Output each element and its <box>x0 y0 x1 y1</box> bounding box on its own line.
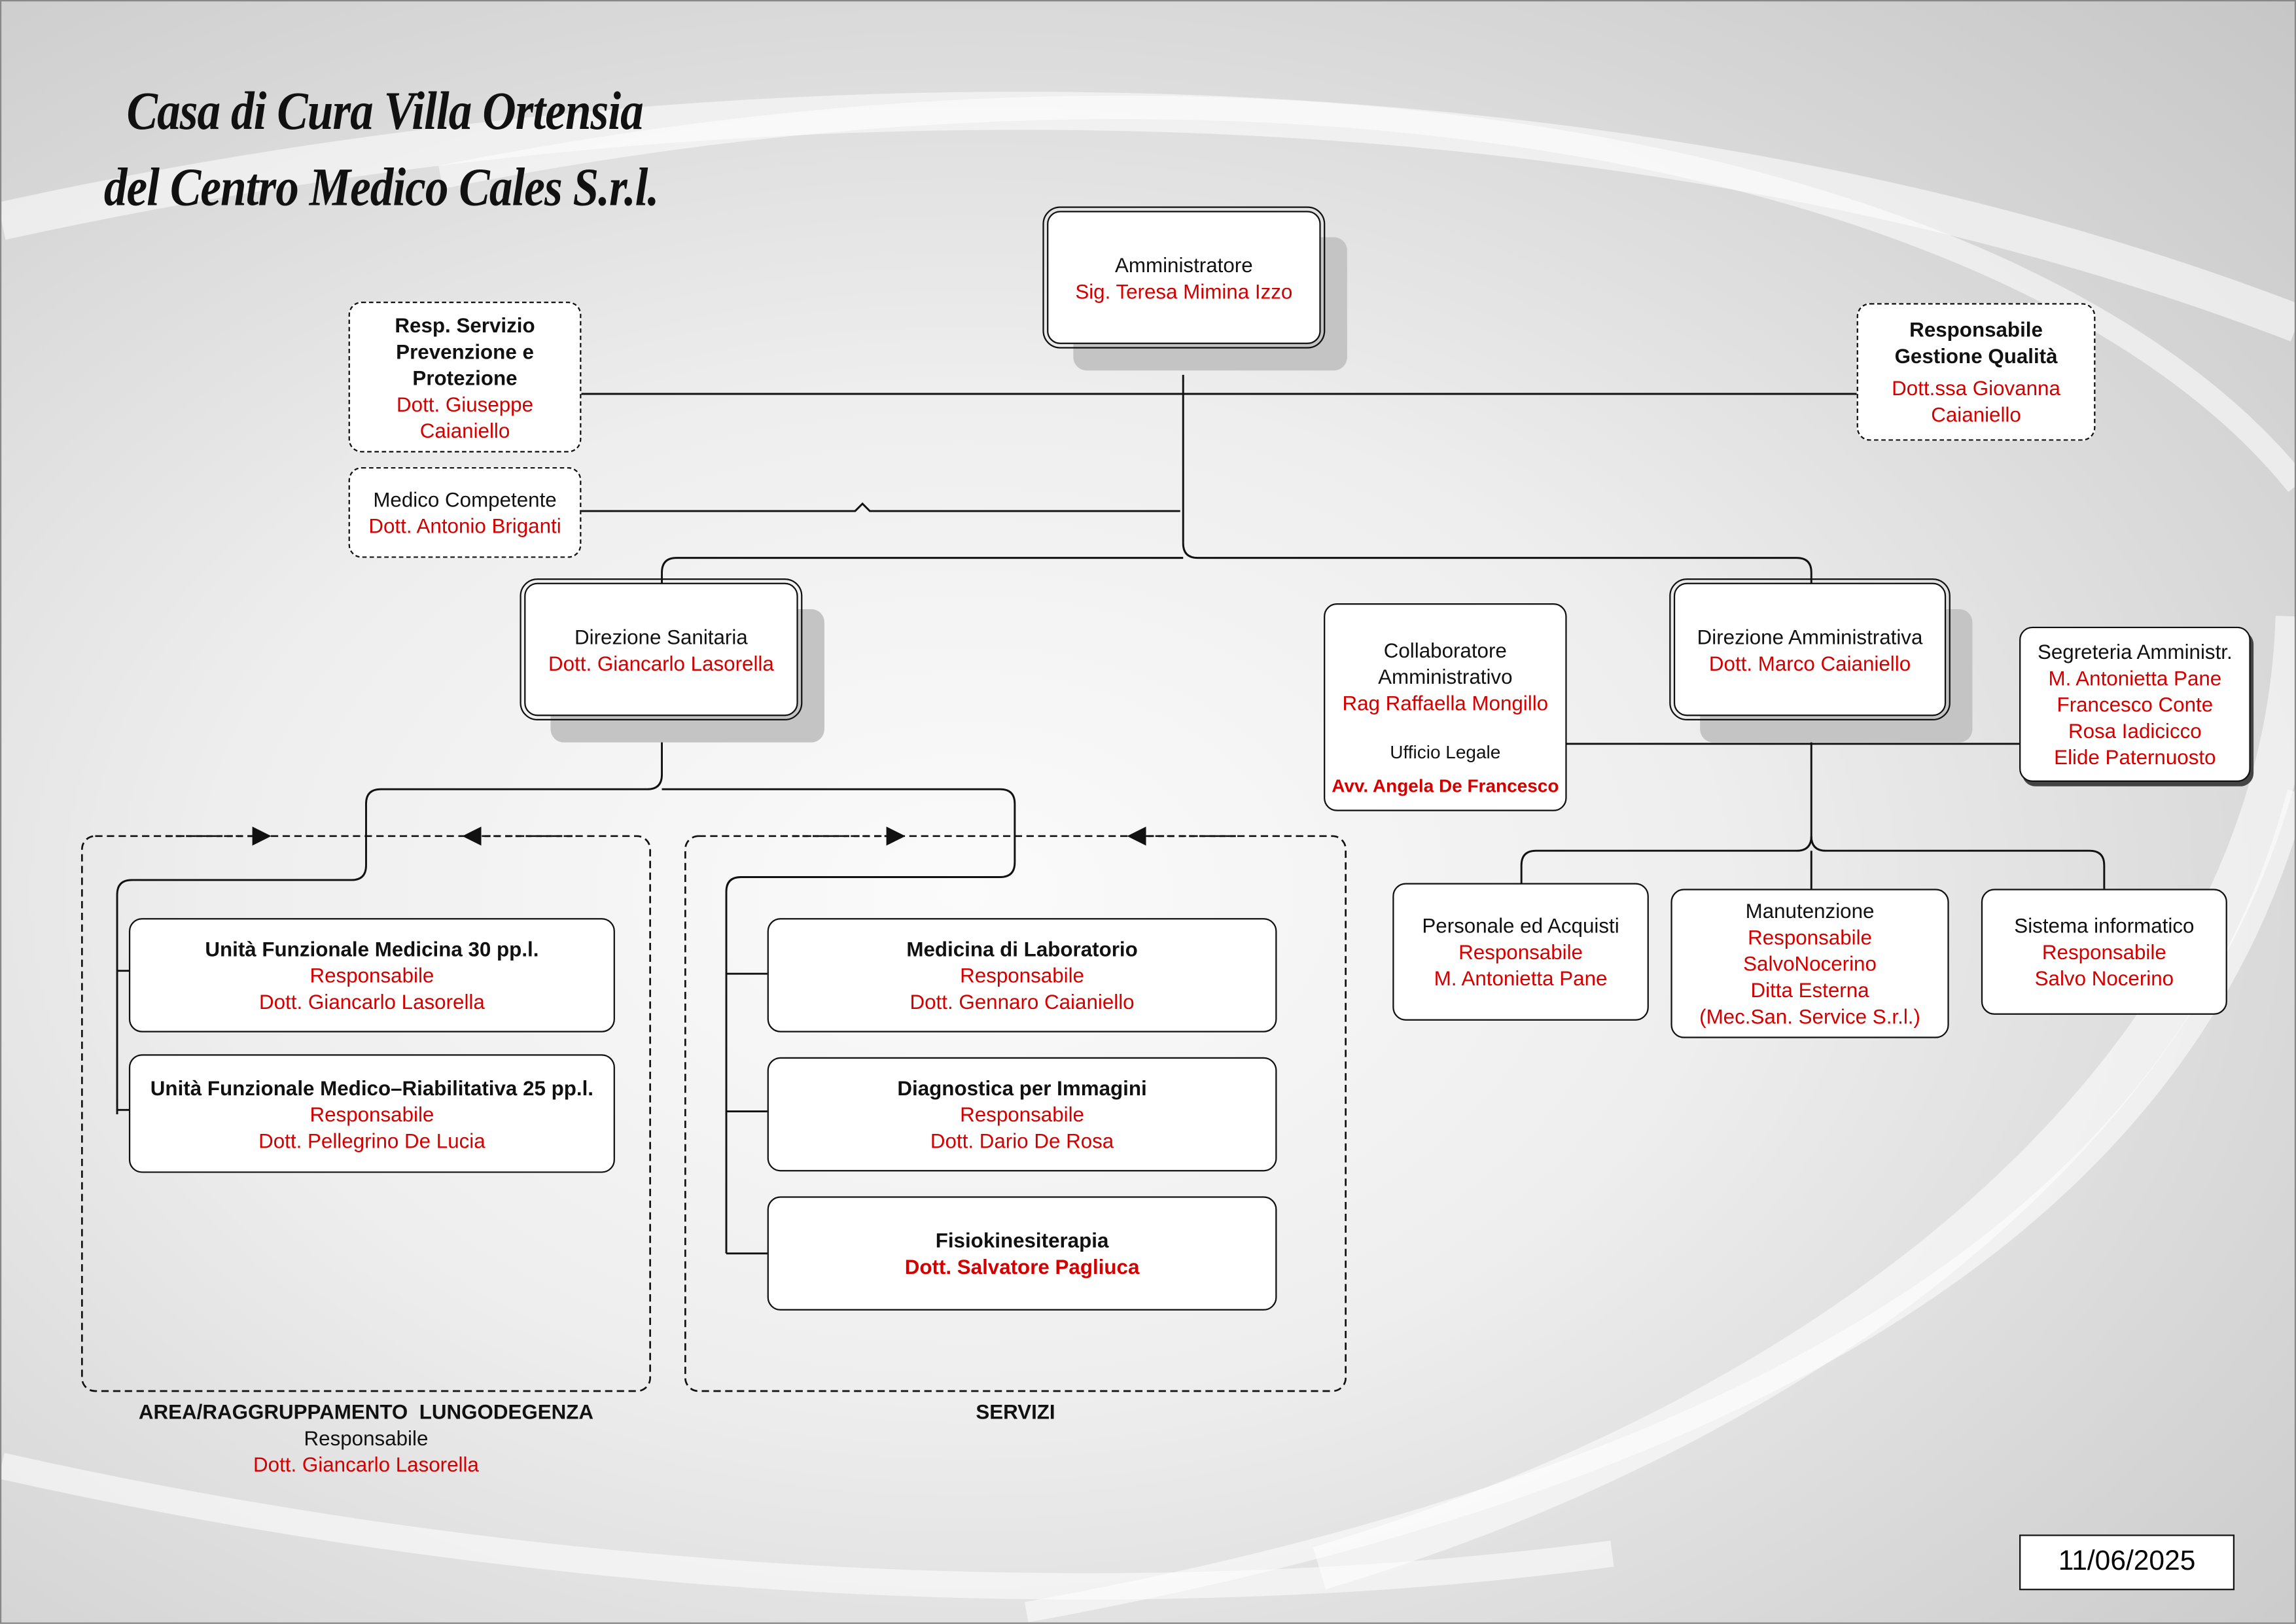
node-direzione-amministrativa: Direzione Amministrativa Dott. Marco Cai… <box>1669 578 1951 721</box>
node-name: Dott. Marco Caianiello <box>1708 650 1911 675</box>
node-role: Direzione Amministrativa <box>1697 624 1923 648</box>
area-label: SERVIZI <box>976 1400 1055 1424</box>
page-title: Casa di Cura Villa Ortensia del Centro M… <box>103 75 659 227</box>
node-name: Dott. Pellegrino De Lucia <box>258 1128 486 1152</box>
node-resp: Responsabile <box>960 963 1084 987</box>
area-resp: Responsabile <box>304 1426 429 1450</box>
area-name: Dott. Giancarlo Lasorella <box>253 1452 479 1476</box>
node-legal-role: Ufficio Legale <box>1390 742 1501 763</box>
node-role: Personale ed Acquisti <box>1422 913 1619 938</box>
node-manutenzione: Manutenzione Responsabile SalvoNocerino … <box>1670 889 1949 1038</box>
node-role: Unità Funzionale Medicina 30 pp.l. <box>205 937 539 961</box>
node-name: M. Antonietta Pane <box>1434 966 1608 990</box>
node-sistema-informatico: Sistema informatico Responsabile Salvo N… <box>1981 889 2227 1015</box>
node-name-4: Elide Paternuosto <box>2054 745 2216 769</box>
node-role: Manutenzione <box>1745 899 1875 923</box>
node-extra-2: (Mec.San. Service S.r.l.) <box>1699 1004 1920 1029</box>
node-name: Dott. Gennaro Caianiello <box>910 989 1135 1014</box>
node-resp: Responsabile <box>2041 940 2166 964</box>
area-label: AREA/RAGGRUPPAMENTO LUNGODEGENZA <box>138 1400 594 1424</box>
node-name: Dott.ssa Giovanna Caianiello <box>1892 376 2060 427</box>
node-direzione-sanitaria: Direzione Sanitaria Dott. Giancarlo Laso… <box>520 578 803 721</box>
title-line-2: del Centro Medico Cales S.r.l. <box>103 158 659 219</box>
node-role: Amministratore <box>1114 253 1253 276</box>
node-role: Responsabile Gestione Qualità <box>1894 317 2058 368</box>
node-name: Dott. Dario De Rosa <box>930 1129 1114 1153</box>
node-role: Direzione Sanitaria <box>574 624 748 648</box>
node-name-2: Francesco Conte <box>2057 692 2214 716</box>
node-name-3: Rosa Iadicicco <box>2068 718 2202 743</box>
node-laboratorio: Medicina di Laboratorio Responsabile Dot… <box>767 918 1277 1033</box>
node-name: SalvoNocerino <box>1743 951 1877 976</box>
node-role: Fisiokinesiterapia <box>935 1228 1109 1252</box>
node-name: Salvo Nocerino <box>2034 966 2174 990</box>
node-fisiokinesiterapia: Fisiokinesiterapia Dott. Salvatore Pagli… <box>767 1196 1277 1311</box>
node-uf-riabilitativa: Unità Funzionale Medico–Riabilitativa 25… <box>128 1054 615 1173</box>
node-uf-medicina: Unità Funzionale Medicina 30 pp.l. Respo… <box>128 918 615 1033</box>
node-name: Rag Raffaella Mongillo <box>1342 691 1549 715</box>
node-resp: Responsabile <box>309 1102 434 1125</box>
background-swoosh <box>1 92 2295 1623</box>
node-resp: Responsabile <box>1458 940 1583 964</box>
node-resp: Responsabile <box>960 1103 1084 1126</box>
node-name: Dott. Salvatore Pagliuca <box>904 1254 1140 1279</box>
node-role: Unità Funzionale Medico–Riabilitativa 25… <box>150 1075 594 1099</box>
node-name: Dott. Giancarlo Lasorella <box>548 650 774 675</box>
node-role: Segreteria Amministr. <box>2037 639 2233 663</box>
node-role: Diagnostica per Immagini <box>897 1076 1147 1100</box>
node-name: Dott. Giuseppe Caianiello <box>397 391 534 442</box>
node-medico-competente: Medico Competente Dott. Antonio Briganti <box>348 467 582 558</box>
node-segreteria: Segreteria Amministr. M. Antonietta Pane… <box>2019 626 2251 783</box>
date-box: 11/06/2025 <box>2019 1534 2235 1591</box>
node-collaboratore: Collaboratore Amministrativo Rag Raffael… <box>1324 603 1567 811</box>
node-qualita: Responsabile Gestione Qualità Dott.ssa G… <box>1856 303 2096 441</box>
node-role: Medicina di Laboratorio <box>906 937 1138 961</box>
node-resp: Responsabile <box>1748 925 1872 949</box>
node-name: Dott. Antonio Briganti <box>368 514 561 538</box>
node-role: Medico Competente <box>373 487 557 512</box>
area-servizi-frame <box>684 835 1347 1392</box>
node-resp: Responsabile <box>309 963 434 987</box>
title-line-1: Casa di Cura Villa Ortensia <box>126 82 644 143</box>
node-amministratore: Amministratore Sig. Teresa Mimina Izzo <box>1042 206 1326 349</box>
node-role: Resp. Servizio Prevenzione e Protezione <box>395 312 535 389</box>
node-diagnostica: Diagnostica per Immagini Responsabile Do… <box>767 1057 1277 1172</box>
node-name-1: M. Antonietta Pane <box>2048 666 2222 690</box>
area-lungodegenza-label: AREA/RAGGRUPPAMENTO LUNGODEGENZA Respons… <box>82 1398 650 1477</box>
node-name: Sig. Teresa Mimina Izzo <box>1075 279 1293 303</box>
node-personale: Personale ed Acquisti Responsabile M. An… <box>1392 883 1649 1021</box>
node-role: Collaboratore Amministrativo <box>1378 638 1513 688</box>
node-name: Dott. Giancarlo Lasorella <box>259 989 485 1014</box>
node-legal-name: Avv. Angela De Francesco <box>1332 776 1559 797</box>
node-extra-1: Ditta Esterna <box>1750 978 1869 1002</box>
area-servizi-label: SERVIZI <box>685 1398 1345 1424</box>
node-rspp: Resp. Servizio Prevenzione e Protezione … <box>348 302 582 453</box>
area-lungodegenza-frame <box>80 835 651 1392</box>
node-role: Sistema informatico <box>2014 913 2195 938</box>
